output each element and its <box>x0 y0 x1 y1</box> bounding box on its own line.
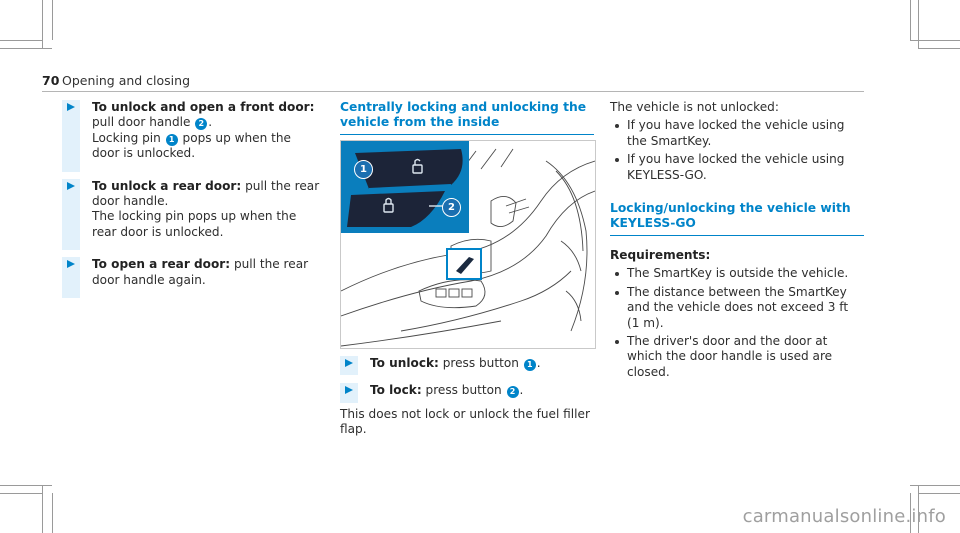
step-marker <box>62 257 80 299</box>
step-body: pull door handle <box>92 115 195 130</box>
requirements-list: The SmartKey is outside the vehicle. The… <box>610 266 864 380</box>
crop-mark <box>918 0 919 48</box>
step-body: press button <box>421 383 506 398</box>
step-body: . <box>208 115 213 130</box>
step-label: To unlock and open a front door: <box>92 100 315 114</box>
callout-badge: 1 <box>523 359 536 371</box>
door-control-illustration: 1 2 <box>340 140 596 349</box>
section-title: Opening and closing <box>62 73 191 88</box>
step-note: The locking pin pops up when the rear do… <box>92 209 297 239</box>
step-text: To unlock: press button 1. <box>370 356 594 371</box>
crop-mark <box>0 48 52 49</box>
step-body: press button <box>438 356 523 370</box>
not-unlocked-list: If you have locked the vehicle using the… <box>610 118 864 183</box>
list-item: If you have locked the vehicle using the… <box>610 118 864 149</box>
crop-mark <box>52 0 53 40</box>
step-arrow-icon <box>345 386 353 395</box>
step-body: . <box>536 356 541 370</box>
step-arrow-icon <box>345 359 353 367</box>
callout-badge: 1 <box>165 133 178 146</box>
requirements-label: Requirements: <box>610 248 711 263</box>
crop-mark <box>910 0 911 40</box>
list-item: If you have locked the vehicle using KEY… <box>610 152 864 183</box>
step-text: To lock: press button 2. <box>370 383 594 399</box>
step-note: Locking pin <box>92 130 165 145</box>
step-marker <box>62 178 80 251</box>
callout-badge-2: 2 <box>442 198 461 217</box>
crop-mark <box>0 40 42 41</box>
crop-mark <box>910 485 960 486</box>
intro-text: The vehicle is not unlocked: <box>610 100 779 114</box>
column-1: To unlock and open a front door: pull do… <box>62 100 320 305</box>
section-heading: Locking/unlocking the vehicle with KEYLE… <box>610 201 864 237</box>
fuel-flap-note: This does not lock or unlock the fuel fi… <box>340 406 590 437</box>
list-item: The SmartKey is outside the vehicle. <box>610 266 864 281</box>
crop-mark <box>0 485 52 486</box>
column-2: Centrally locking and unlocking the vehi… <box>340 100 594 135</box>
step-text: To unlock a rear door: pull the rear doo… <box>92 179 320 241</box>
step-marker <box>62 100 80 172</box>
step-label: To unlock a rear door: <box>92 178 242 193</box>
step-label: To open a rear door: <box>92 257 231 272</box>
header-rule <box>42 91 864 92</box>
column-2-steps: To unlock: press button 1. To lock: pres… <box>340 356 594 438</box>
page-number: 70 <box>42 73 60 88</box>
callout-badge-1: 1 <box>354 160 373 179</box>
step-arrow-icon <box>67 260 75 269</box>
crop-mark <box>918 48 960 49</box>
crop-mark <box>918 493 960 494</box>
crop-mark <box>52 493 53 533</box>
step-note: pops up when the door is unlocked. <box>92 130 291 161</box>
list-item: The driver's door and the door at which … <box>610 334 864 380</box>
callout-badge: 2 <box>195 118 208 131</box>
instruction-step: To unlock and open a front door: pull do… <box>62 100 320 172</box>
crop-mark <box>0 493 42 494</box>
step-arrow-icon <box>67 103 75 111</box>
step-body: . <box>519 383 524 398</box>
step-label: To lock: <box>370 383 422 398</box>
crop-mark <box>42 0 43 48</box>
step-marker <box>340 356 358 376</box>
door-panel-drawing <box>340 141 596 347</box>
crop-mark <box>910 40 960 41</box>
crop-mark <box>910 493 911 533</box>
watermark: carmanualsonline.info <box>742 506 946 527</box>
step-marker <box>340 383 358 403</box>
list-item: The distance between the SmartKey and th… <box>610 285 864 331</box>
step-arrow-icon <box>67 181 75 190</box>
step-body: pull the rear door handle again. <box>92 257 309 287</box>
instruction-step: To open a rear door: pull the rear door … <box>62 257 320 299</box>
step-body: pull the rear door handle. <box>92 178 320 209</box>
instruction-step: To lock: press button 2. <box>340 383 594 403</box>
step-text: To open a rear door: pull the rear door … <box>92 257 320 288</box>
column-3: The vehicle is not unlocked: If you have… <box>610 100 864 383</box>
step-label: To unlock: <box>370 356 439 370</box>
callout-badge: 2 <box>506 386 519 399</box>
step-text: To unlock and open a front door: pull do… <box>92 100 320 162</box>
crop-mark <box>42 485 43 533</box>
crop-mark <box>918 485 919 533</box>
instruction-step: To unlock a rear door: pull the rear doo… <box>62 178 320 251</box>
instruction-step: To unlock: press button 1. <box>340 356 594 376</box>
section-heading: Centrally locking and unlocking the vehi… <box>340 100 594 135</box>
